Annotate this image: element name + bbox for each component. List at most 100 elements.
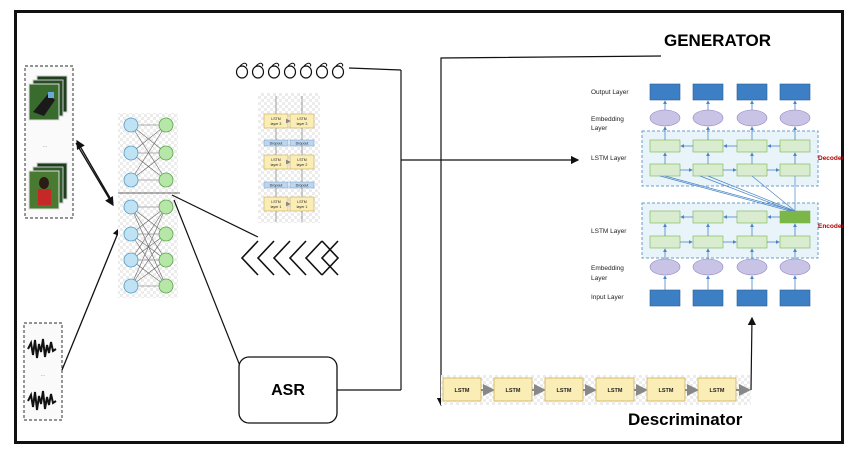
embedding-out-label-line1: Embedding [591, 116, 624, 123]
input-layer-box [736, 289, 768, 307]
stack-dropout-label: Dropout [296, 184, 309, 188]
chevron-icon [320, 240, 339, 276]
output-layer-box [779, 83, 811, 101]
embedding-in-ellipse [779, 258, 811, 276]
asr-label: ASR [271, 382, 305, 399]
spiral-output-line [348, 67, 402, 71]
decoder-lstm-cell [779, 163, 811, 177]
output-layer-box [649, 83, 681, 101]
stack-lstm-label-line2: layer 2 [271, 163, 282, 167]
discriminator-title: Descriminator [628, 410, 743, 429]
encoder-lstm-cell [649, 210, 681, 224]
input-layer-label: Input Layer [591, 294, 624, 301]
chevron-icon [240, 240, 259, 276]
spiral-icon [235, 65, 249, 79]
stack-lstm-label-line1: LSTM [297, 158, 307, 162]
stack-lstm-label-line2: layer 3 [271, 122, 282, 126]
stack-dropout-label: Dropout [296, 142, 309, 146]
chevron-icon [288, 240, 307, 276]
spiral-tail [303, 62, 312, 67]
attention-line [699, 175, 793, 212]
network-input-node [123, 172, 139, 188]
embedding-out-ellipse [692, 109, 724, 127]
network-hidden-node [158, 252, 174, 268]
network-hidden-node [158, 226, 174, 242]
spiral-tail [319, 62, 328, 67]
encoder-lstm-cell [692, 210, 724, 224]
spiral-tail [287, 62, 296, 67]
spiral-icon [283, 65, 297, 79]
embedding-in-ellipse [736, 258, 768, 276]
embedding-out-ellipse [779, 109, 811, 127]
network-hidden-node [158, 117, 174, 133]
stack-lstm-label-line1: LSTM [271, 117, 281, 121]
network-hidden-node [158, 145, 174, 161]
decoder-lstm-cell [779, 139, 811, 153]
neural-network-icon [118, 113, 180, 298]
lstm-encoder-label: LSTM Layer [591, 228, 627, 235]
network-to-chevrons-line [171, 194, 259, 238]
video-dots: ... [42, 143, 47, 149]
spiral-icon [331, 65, 345, 79]
network-edge [130, 233, 167, 287]
encoder-lstm-cell [779, 235, 811, 249]
network-to-video-arrow [75, 142, 114, 207]
output-layer-box [692, 83, 724, 101]
encoder-label: Encoder [818, 223, 844, 230]
discriminator-to-generator-arrow [747, 316, 757, 391]
stack-lstm-label-line1: LSTM [297, 117, 307, 121]
spiral-icon [267, 65, 281, 79]
spiral-icon [251, 65, 265, 79]
input-layer-box [692, 289, 724, 307]
attention-line [664, 175, 796, 212]
network-input-node [123, 226, 139, 242]
discriminator-lstm-label: LSTM [659, 388, 674, 394]
generator-title: GENERATOR [664, 31, 771, 50]
stack-dropout-label: Dropout [270, 184, 283, 188]
network-input-node [123, 117, 139, 133]
spiral-tail [271, 62, 280, 67]
stack-lstm-label-line2: layer 1 [297, 205, 308, 209]
audio-to-network-arrow [61, 226, 122, 371]
encoder-lstm-cell [649, 235, 681, 249]
discriminator-lstm-label: LSTM [506, 388, 521, 394]
attention-line [659, 175, 791, 212]
embedding-in-ellipse [692, 258, 724, 276]
network-edge [130, 124, 167, 181]
stack-lstm-label-line2: layer 3 [297, 122, 308, 126]
generator-to-discriminator-line [436, 55, 662, 407]
lstm-decoder-label: LSTM Layer [591, 155, 627, 162]
embedding-in-ellipse [649, 258, 681, 276]
discriminator-lstm-label: LSTM [608, 388, 623, 394]
decoder-lstm-cell [692, 163, 724, 177]
encoder-lstm-cell [736, 210, 768, 224]
spiral-icon [299, 65, 313, 79]
video-frames-icon: ... [24, 65, 74, 219]
discriminator-lstm-label: LSTM [455, 388, 470, 394]
stack-dropout-block [263, 139, 289, 147]
audio-waveform-icon: ... [23, 322, 63, 421]
output-layer-label: Output Layer [591, 89, 629, 96]
encoder-lstm-cell [736, 235, 768, 249]
embedding-in-label-line2: Layer [591, 275, 608, 282]
stack-dropout-block [289, 181, 315, 189]
encoder-lstm-cell [779, 210, 811, 224]
embedding-out-ellipse [649, 109, 681, 127]
stack-dropout-label: Dropout [270, 142, 283, 146]
input-layer-box [779, 289, 811, 307]
spiral-tail [239, 62, 248, 67]
network-input-node [123, 199, 139, 215]
spiral-sequence-icon [235, 62, 345, 79]
network-input-node [123, 252, 139, 268]
decoder-lstm-cell [649, 163, 681, 177]
chevron-icon [256, 240, 275, 276]
input-layer-box [649, 289, 681, 307]
network-hidden-node [158, 172, 174, 188]
network-to-asr-line [173, 199, 245, 377]
encoder-lstm-cell [692, 235, 724, 249]
network-input-node [123, 278, 139, 294]
stack-lstm-label-line2: layer 2 [297, 163, 308, 167]
embedding-out-ellipse [736, 109, 768, 127]
stack-dropout-block [289, 139, 315, 147]
